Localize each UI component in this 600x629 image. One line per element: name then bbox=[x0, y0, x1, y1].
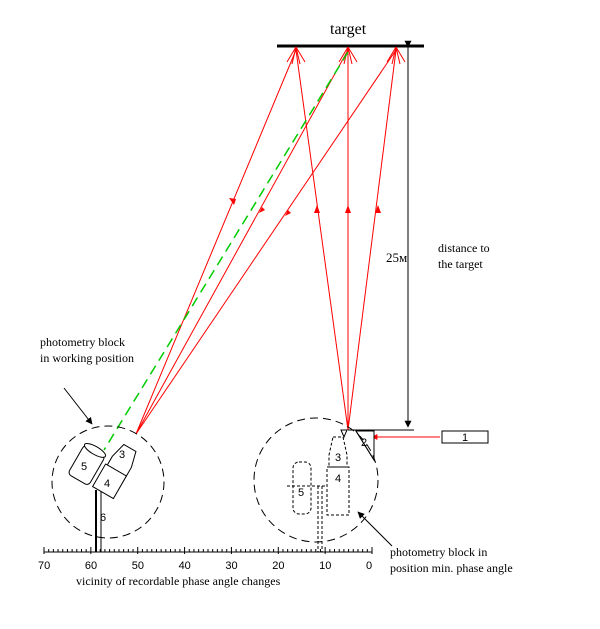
ghost-body-4 bbox=[326, 466, 350, 516]
working-label-line-1: photometry block bbox=[40, 335, 125, 349]
working-callout-arrow bbox=[63, 387, 93, 425]
distance-label-line-1: distance to bbox=[438, 241, 490, 255]
axis-tick-label: 40 bbox=[179, 560, 191, 572]
working-assembly bbox=[68, 442, 137, 552]
minphase-part-3: 3 bbox=[335, 452, 341, 464]
cylinder-5 bbox=[68, 442, 107, 485]
working-part-3: 3 bbox=[119, 449, 125, 461]
green-sight-line bbox=[103, 51, 349, 451]
minphase-callout-arrow bbox=[357, 511, 393, 547]
axis-tick-label: 10 bbox=[319, 560, 331, 572]
axis-tick-label: 70 bbox=[38, 560, 50, 572]
axis-tick-label: 0 bbox=[366, 560, 372, 572]
minphase-part-4: 4 bbox=[335, 473, 341, 485]
phase-angle-axis: 70 60 50 40 30 20 10 0 bbox=[38, 547, 373, 572]
red-rays bbox=[135, 49, 440, 440]
ghost-cylinder-5 bbox=[292, 461, 312, 515]
minphase-label-line-1: photometry block in bbox=[390, 545, 487, 559]
target-title: target bbox=[330, 21, 367, 38]
ray-direction-marks bbox=[229, 198, 381, 216]
ray-up-left bbox=[295, 49, 349, 431]
axis-tick-label: 60 bbox=[85, 560, 97, 572]
small-emitter bbox=[340, 429, 348, 439]
working-zone-circle bbox=[51, 425, 165, 539]
axis-tick-label: 50 bbox=[132, 560, 144, 572]
ray-back-1 bbox=[135, 49, 297, 435]
distance-value: 25м bbox=[386, 250, 407, 265]
ray-back-3 bbox=[135, 49, 397, 435]
minphase-label-line-2: position min. phase angle bbox=[390, 561, 513, 575]
camera-3-4 bbox=[91, 443, 137, 500]
axis-caption: vicinity of recordable phase angle chang… bbox=[76, 574, 281, 588]
axis-tick-label: 20 bbox=[272, 560, 284, 572]
laser-box bbox=[441, 430, 489, 444]
part-1-label: 1 bbox=[462, 432, 468, 444]
working-part-4: 4 bbox=[104, 478, 110, 490]
working-part-5: 5 bbox=[81, 461, 87, 473]
working-label-line-2: in working position bbox=[40, 351, 134, 365]
minphase-part-5: 5 bbox=[298, 487, 304, 499]
minphase-zone-circle bbox=[253, 417, 379, 543]
ray-up-right bbox=[347, 49, 397, 431]
working-part-6: 6 bbox=[100, 512, 106, 524]
axis-tick-label: 30 bbox=[225, 560, 237, 572]
part-2-label: 2 bbox=[361, 437, 367, 449]
distance-label-line-2: the target bbox=[438, 257, 483, 271]
ray-back-2 bbox=[135, 49, 349, 435]
minphase-assembly bbox=[287, 436, 350, 552]
